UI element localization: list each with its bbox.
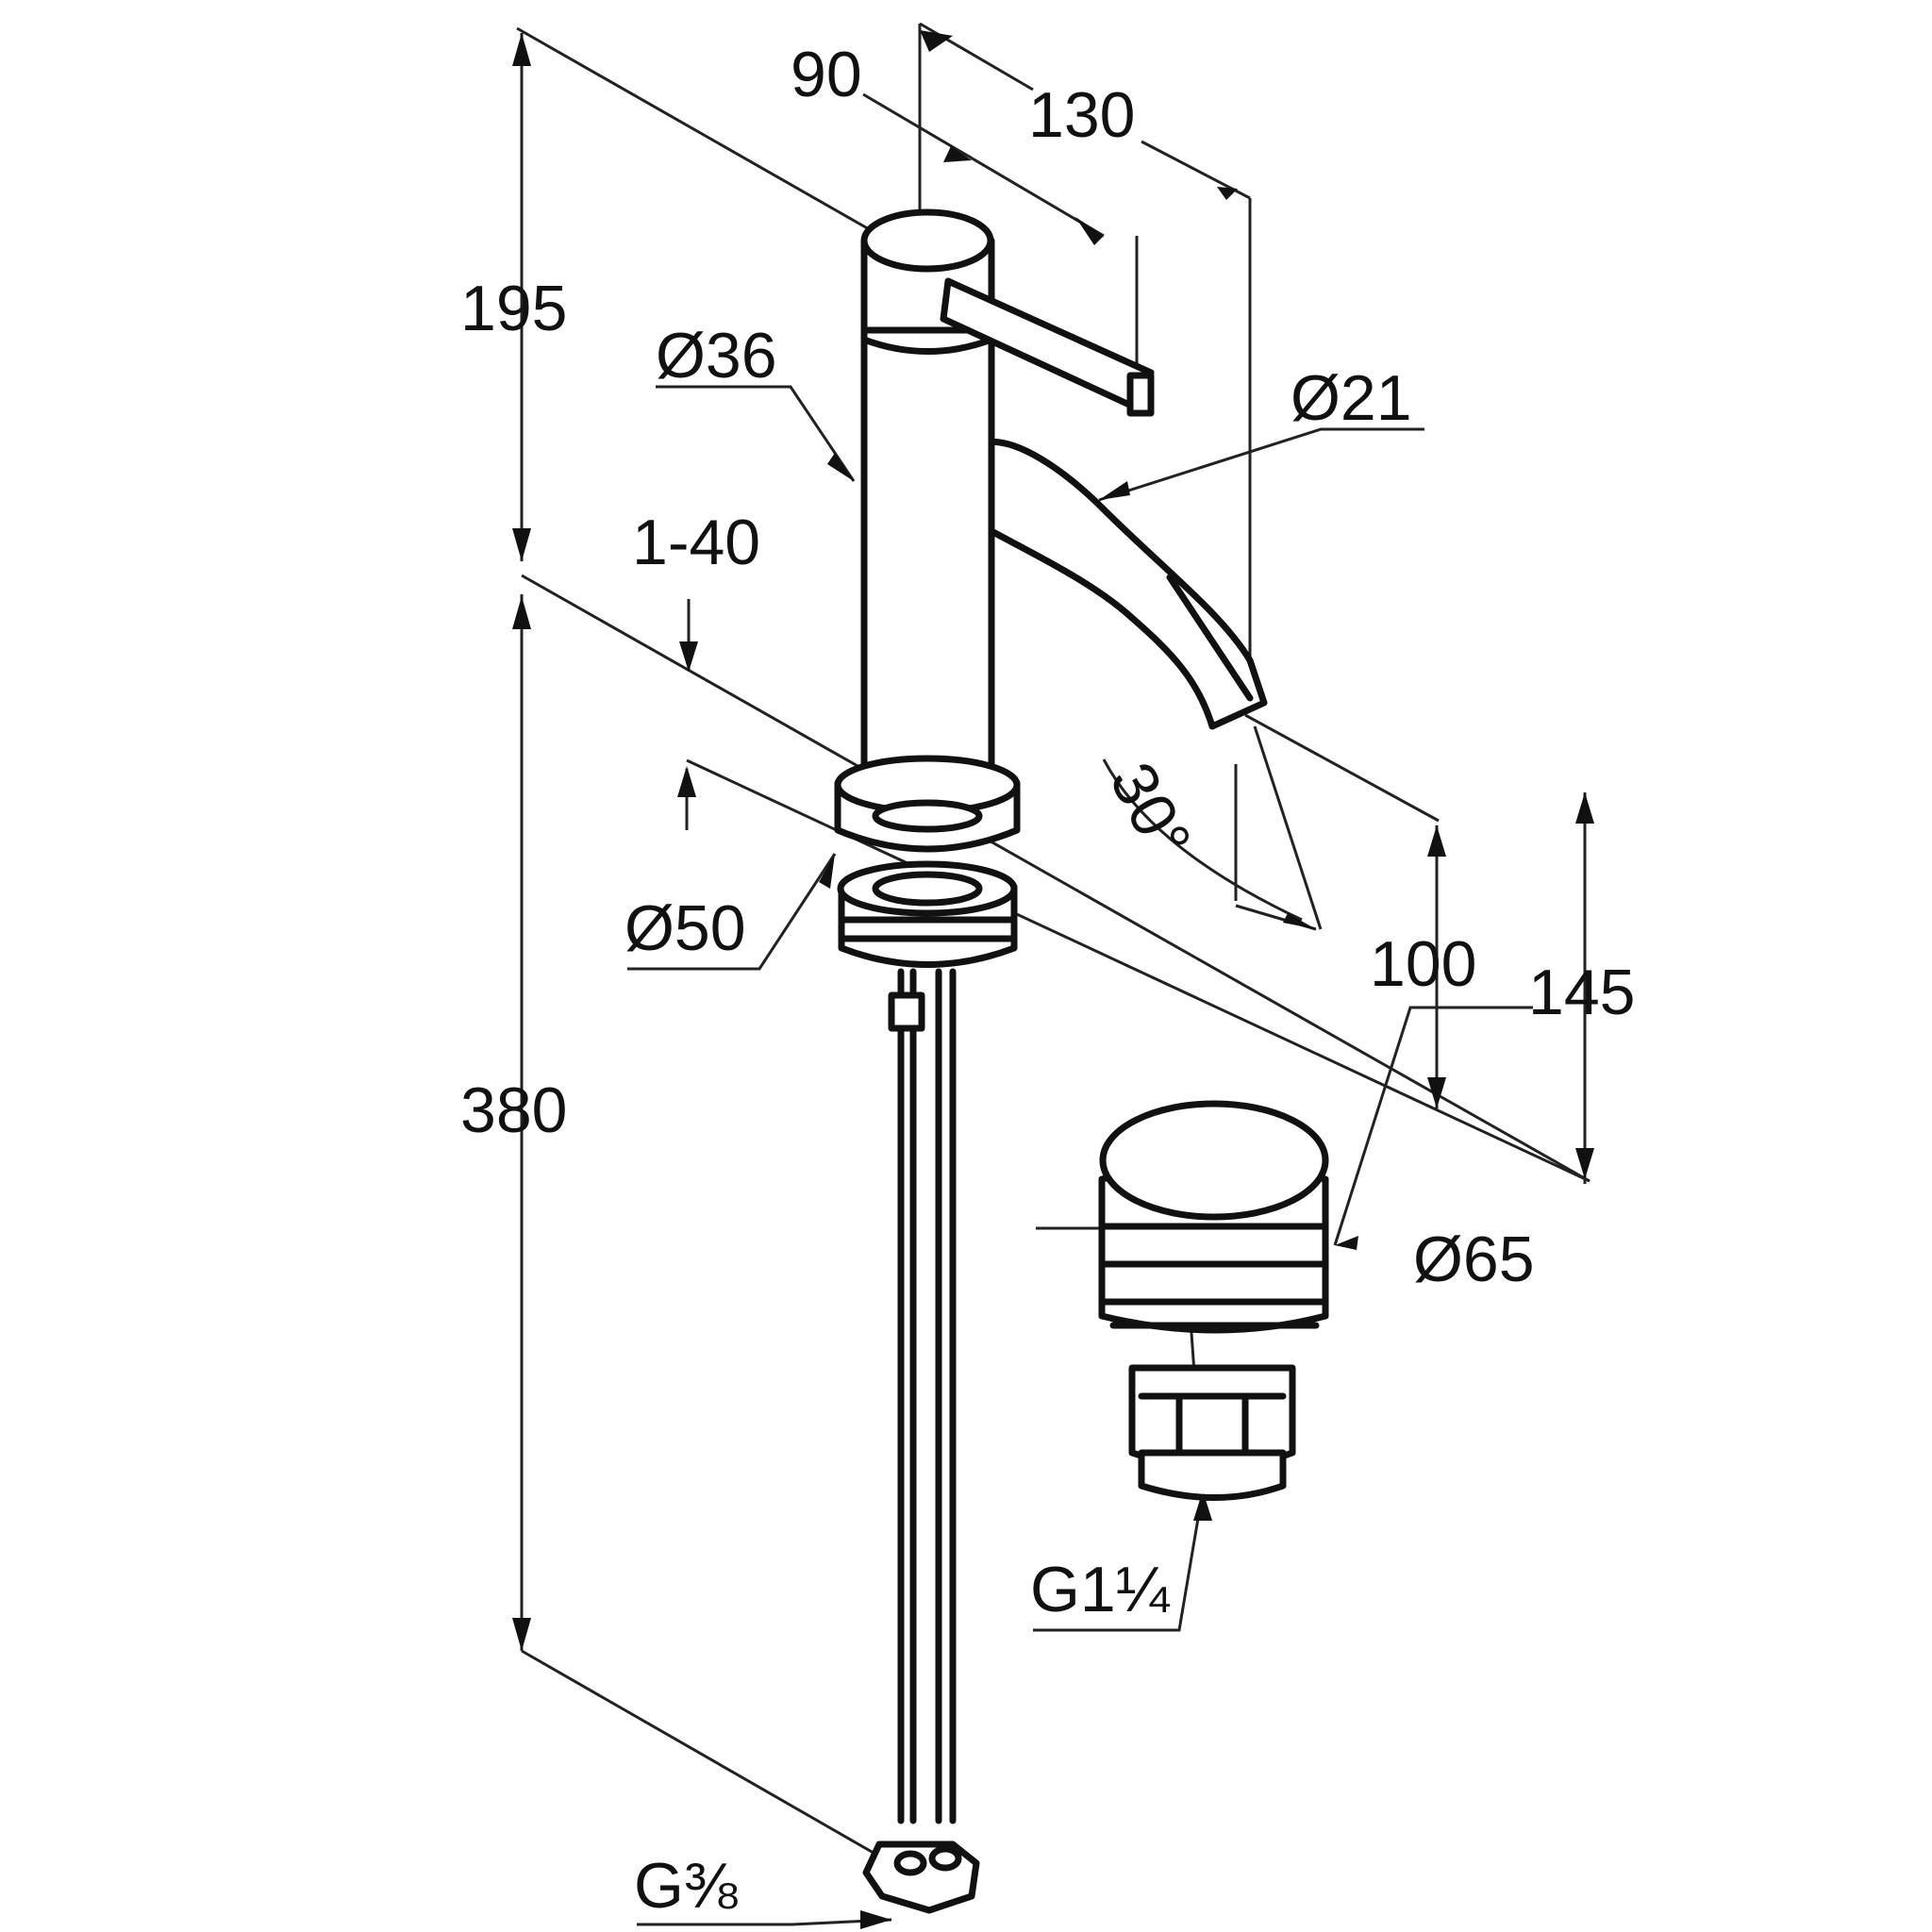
label-1-40: 1-40 [632, 507, 760, 578]
label-130: 130 [1028, 79, 1135, 151]
dimension-arrows [512, 30, 1594, 1929]
label-145: 145 [1528, 957, 1635, 1028]
pop-up-waste [1098, 1100, 1329, 1501]
label-100: 100 [1370, 928, 1476, 1000]
label-dia36: Ø36 [656, 320, 777, 391]
label-195: 195 [460, 273, 567, 344]
label-dia50: Ø50 [625, 892, 746, 964]
label-g3-8: G⅜ [634, 1850, 738, 1922]
faucet-body [834, 208, 1268, 1914]
label-g1-1-4: G1¼ [1030, 1554, 1171, 1625]
label-dia21: Ø21 [1291, 362, 1412, 434]
dimension-labels: 90 130 195 Ø36 Ø21 1-40 30° Ø50 100 145 … [460, 39, 1635, 1922]
label-380: 380 [460, 1074, 567, 1146]
label-dia65: Ø65 [1413, 1224, 1535, 1295]
label-90: 90 [791, 39, 862, 110]
